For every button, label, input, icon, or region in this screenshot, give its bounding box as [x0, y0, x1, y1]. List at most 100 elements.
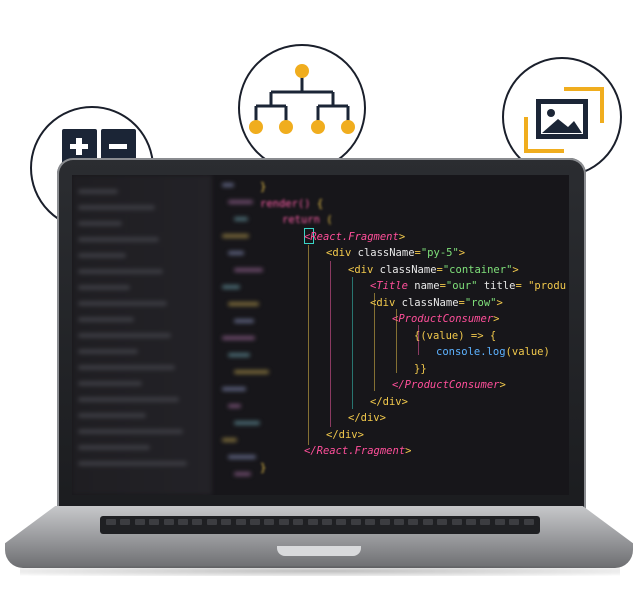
keyboard-key [437, 519, 448, 525]
sidebar-line [78, 445, 150, 450]
image-icon-circle [502, 57, 622, 177]
keyboard [100, 516, 540, 534]
keyboard-key [422, 519, 433, 525]
keyboard-key [278, 519, 289, 525]
keyboard-key [250, 519, 260, 525]
sidebar-line [78, 285, 130, 290]
code-line: <Title name="our" title= "produ [370, 280, 567, 292]
gutter-line [222, 336, 255, 340]
keyboard-key [350, 519, 361, 525]
keyboard-key [106, 519, 116, 525]
keyboard-key [365, 519, 376, 525]
hierarchy-icon-circle [238, 44, 366, 172]
code-line: }} [414, 362, 427, 375]
sidebar-line [78, 269, 163, 274]
base-shadow [20, 566, 620, 576]
keyboard-key [451, 519, 462, 525]
gutter-line [222, 387, 246, 391]
indent-guide [308, 245, 309, 445]
bracket-highlight [304, 228, 314, 244]
gutter-line [234, 217, 248, 221]
code-line: <div className="row"> [370, 296, 503, 309]
keyboard-key [149, 519, 160, 525]
keyboard-key [322, 519, 332, 525]
sidebar-line [78, 365, 175, 370]
keyboard-key [408, 519, 419, 525]
code-line: render() { [260, 197, 324, 210]
keyboard-key [206, 519, 217, 525]
keyboard-key [494, 519, 505, 525]
gutter-line [222, 285, 240, 289]
code-line: return ( [282, 214, 333, 226]
keyboard-key [264, 519, 275, 525]
code-line: } [260, 461, 267, 474]
editor-sidebar [72, 175, 212, 495]
keyboard-key [466, 519, 476, 525]
editor-gutter [222, 175, 282, 495]
keyboard-key [293, 519, 304, 525]
code-line: </div> [370, 395, 408, 408]
code-line: </div> [348, 412, 386, 424]
code-line: </ProductConsumer> [392, 379, 506, 391]
sidebar-line [78, 349, 138, 354]
gutter-line [228, 200, 253, 204]
code-line: <React.Fragment> [304, 230, 406, 243]
gutter-line [228, 302, 259, 306]
gutter-line [228, 353, 250, 357]
code-line: </div> [326, 428, 364, 441]
sidebar-line [78, 381, 142, 386]
sidebar-line [78, 237, 159, 242]
gutter-line [228, 455, 256, 459]
gutter-line [234, 472, 251, 476]
gutter-line [222, 234, 249, 238]
sidebar-line [78, 461, 187, 466]
code-line: <div className="py-5"> [326, 247, 466, 259]
hierarchy-icon [249, 64, 355, 134]
sidebar-line [78, 333, 171, 338]
gutter-line [222, 183, 234, 187]
code-line: </React.Fragment> [304, 445, 412, 457]
keyboard-key [163, 519, 174, 525]
keyboard-key [523, 519, 534, 525]
keyboard-key [509, 519, 520, 525]
code-line: {(value) => { [414, 329, 497, 342]
keyboard-key [480, 519, 491, 525]
indent-guide [330, 261, 331, 427]
code-editor: } render() { return ( <React.Fragment> <div … [260, 175, 569, 495]
image-icon [524, 87, 604, 153]
keyboard-key [336, 519, 347, 525]
sidebar-line [78, 253, 126, 258]
gutter-line [222, 438, 237, 442]
sidebar-line [78, 221, 122, 226]
gutter-line [234, 319, 254, 323]
keyboard-key [307, 519, 318, 525]
indent-guide [418, 325, 419, 355]
gutter-line [234, 370, 269, 374]
indent-guide [374, 293, 375, 391]
sidebar-line [78, 205, 155, 210]
sidebar-line [78, 301, 167, 306]
laptop-screen: } render() { return ( <React.Fragment> <div … [72, 175, 569, 495]
gutter-line [228, 251, 244, 255]
keyboard-key [192, 519, 203, 525]
gutter-line [234, 421, 260, 425]
indent-guide [396, 309, 397, 373]
keyboard-key [394, 519, 404, 525]
code-line: <div className="container"> [348, 263, 519, 276]
keyboard-key [178, 519, 188, 525]
sidebar-line [78, 413, 146, 418]
keyboard-key [120, 519, 131, 525]
gutter-line [228, 404, 241, 408]
sidebar-line [78, 429, 183, 434]
sidebar-line [78, 189, 118, 194]
indent-guide [352, 277, 353, 409]
sidebar-line [78, 397, 179, 402]
keyboard-key [221, 519, 232, 525]
keyboard-key [134, 519, 145, 525]
gutter-line [234, 268, 263, 272]
code-line: console.log(value) [436, 346, 550, 358]
keyboard-key [379, 519, 390, 525]
keyboard-key [235, 519, 246, 525]
sidebar-line [78, 317, 134, 322]
code-line: <ProductConsumer> [392, 313, 500, 325]
